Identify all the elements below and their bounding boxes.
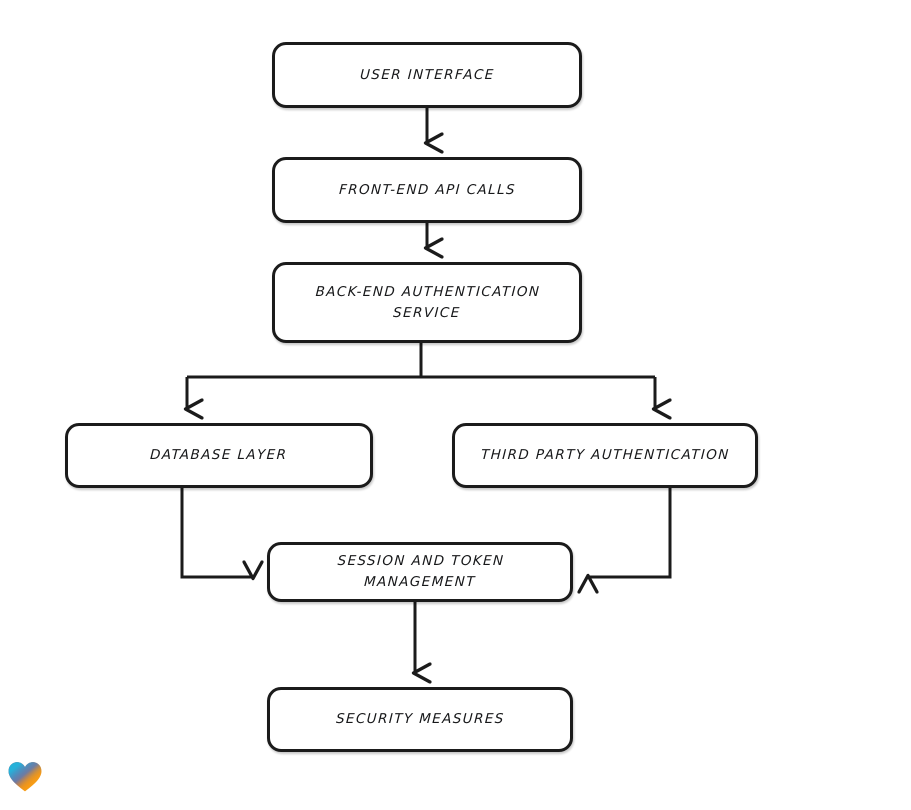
node-session-and-token-management[interactable]: Session and Token Management [267,542,573,602]
edge-database-to-session [180,488,253,577]
node-third-party-authentication[interactable]: Third Party Authentication [452,423,758,488]
node-security-measures-label: Security Measures [335,711,505,728]
node-third-party-authentication-label: Third Party Authentication [480,447,730,464]
node-database-layer[interactable]: Database Layer [65,423,373,488]
edge-thirdparty-to-session [588,488,672,577]
node-security-measures[interactable]: Security Measures [267,687,573,752]
node-backend-authentication-service-label: Back-End Authentication Service [314,283,541,321]
node-frontend-api-calls-label: Front-End API Calls [338,181,516,198]
node-backend-authentication-service[interactable]: Back-End Authentication Service [272,262,582,343]
heart-icon [8,762,42,792]
node-frontend-api-calls[interactable]: Front-End API Calls [272,157,582,223]
node-user-interface[interactable]: User Interface [272,42,582,108]
node-database-layer-label: Database Layer [149,447,289,464]
node-user-interface-label: User Interface [359,66,495,83]
node-session-and-token-management-label: Session and Token Management [336,553,505,590]
